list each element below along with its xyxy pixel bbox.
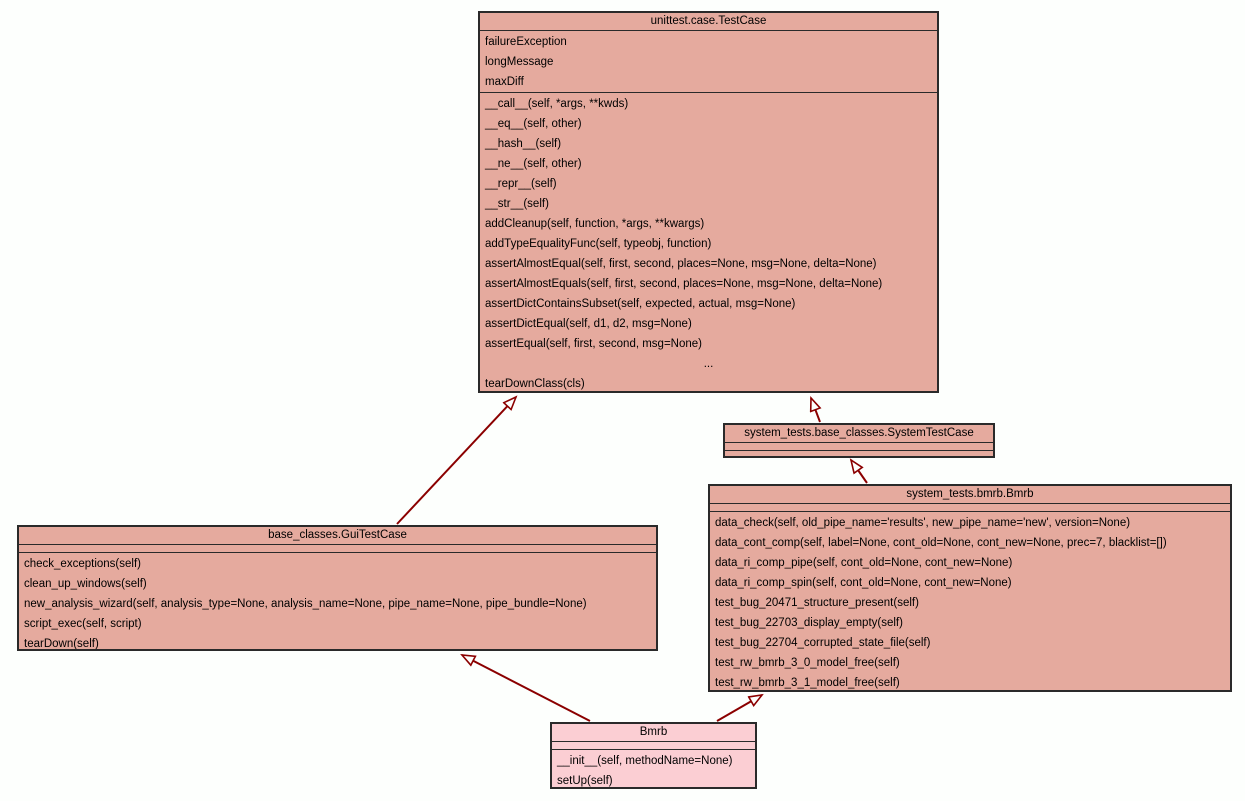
- member-item: assertAlmostEquals(self, first, second, …: [485, 278, 883, 290]
- methods-compartment: __call__(self, *args, **kwds) __eq__(self…: [480, 92, 937, 391]
- class-box-bmrb: Bmrb __init__(self, methodName=None) setU…: [550, 722, 757, 789]
- member-item: __repr__(self): [485, 178, 557, 190]
- member-item: test_bug_22704_corrupted_state_file(self…: [715, 637, 931, 649]
- member-item: data_cont_comp(self, label=None, cont_ol…: [715, 537, 1167, 549]
- member-item: data_ri_comp_spin(self, cont_old=None, c…: [715, 577, 1012, 589]
- member-item: test_rw_bmrb_3_1_model_free(self): [715, 677, 900, 689]
- class-box-testcase: unittest.case.TestCase failureException l…: [478, 11, 939, 393]
- methods-ellipsis: ...: [703, 358, 714, 370]
- member-item: __init__(self, methodName=None): [557, 755, 733, 767]
- member-item: assertAlmostEqual(self, first, second, p…: [485, 258, 877, 270]
- member-item: setUp(self): [557, 775, 613, 787]
- attributes-compartment-empty: [19, 544, 656, 552]
- member-item: __str__(self): [485, 198, 549, 210]
- member-item: data_ri_comp_pipe(self, cont_old=None, c…: [715, 557, 1013, 569]
- member-item: tearDownClass(cls): [485, 378, 585, 390]
- member-item: maxDiff: [485, 76, 524, 88]
- member-item: assertDictEqual(self, d1, d2, msg=None): [485, 318, 692, 330]
- inheritance-edge-guitestcase-to-testcase: [396, 397, 516, 525]
- member-item: clean_up_windows(self): [24, 578, 147, 590]
- member-item: __ne__(self, other): [485, 158, 582, 170]
- member-item: tearDown(self): [24, 638, 99, 649]
- class-title: unittest.case.TestCase: [650, 15, 767, 27]
- attributes-compartment-empty: [710, 503, 1230, 511]
- member-item: assertDictContainsSubset(self, expected,…: [485, 298, 796, 310]
- member-item: test_bug_20471_structure_present(self): [715, 597, 919, 609]
- member-item: __hash__(self): [485, 138, 562, 150]
- member-item: check_exceptions(self): [24, 558, 141, 570]
- class-box-system-bmrb: system_tests.bmrb.Bmrb data_check(self, …: [708, 484, 1232, 692]
- class-title: system_tests.base_classes.SystemTestCase: [744, 427, 974, 439]
- member-item: __call__(self, *args, **kwds): [485, 98, 629, 110]
- inheritance-edge-bmrb-to-guitestcase: [462, 655, 591, 722]
- methods-list-bottom: tearDownClass(cls): [480, 374, 937, 391]
- member-item: longMessage: [485, 56, 554, 68]
- attributes-compartment-empty: [552, 741, 755, 749]
- member-item: test_rw_bmrb_3_0_model_free(self): [715, 657, 900, 669]
- member-item: data_check(self, old_pipe_name='results'…: [715, 517, 1131, 529]
- member-item: failureException: [485, 36, 567, 48]
- member-item: __eq__(self, other): [485, 118, 582, 130]
- member-item: new_analysis_wizard(self, analysis_type=…: [24, 598, 587, 610]
- inheritance-edge-bmrb-to-systembmrb: [716, 695, 762, 722]
- methods-compartment: data_check(self, old_pipe_name='results'…: [710, 511, 1230, 690]
- attributes-compartment: failureException longMessage maxDiff: [480, 30, 937, 92]
- class-title: Bmrb: [639, 726, 668, 738]
- methods-compartment: check_exceptions(self) clean_up_windows(s…: [19, 552, 656, 649]
- member-item: test_bug_22703_display_empty(self): [715, 617, 903, 629]
- methods-compartment: __init__(self, methodName=None) setUp(sel…: [552, 749, 755, 787]
- attributes-compartment-empty: [725, 442, 993, 450]
- class-title: base_classes.GuiTestCase: [268, 529, 407, 541]
- member-item: assertEqual(self, first, second, msg=Non…: [485, 338, 702, 350]
- class-box-guitestcase: base_classes.GuiTestCase check_exception…: [17, 525, 658, 651]
- member-item: script_exec(self, script): [24, 618, 142, 630]
- inheritance-edge-systembmrb-to-systemtestcase: [851, 460, 868, 484]
- class-title: system_tests.bmrb.Bmrb: [906, 488, 1034, 500]
- class-box-systemtestcase: system_tests.base_classes.SystemTestCase: [723, 423, 995, 458]
- methods-list-top: __call__(self, *args, **kwds) __eq__(self…: [480, 94, 937, 354]
- methods-compartment-empty: [725, 450, 993, 456]
- inheritance-edge-systemtestcase-to-testcase: [811, 398, 820, 423]
- member-item: addCleanup(self, function, *args, **kwar…: [485, 218, 705, 230]
- member-item: addTypeEqualityFunc(self, typeobj, funct…: [485, 238, 712, 250]
